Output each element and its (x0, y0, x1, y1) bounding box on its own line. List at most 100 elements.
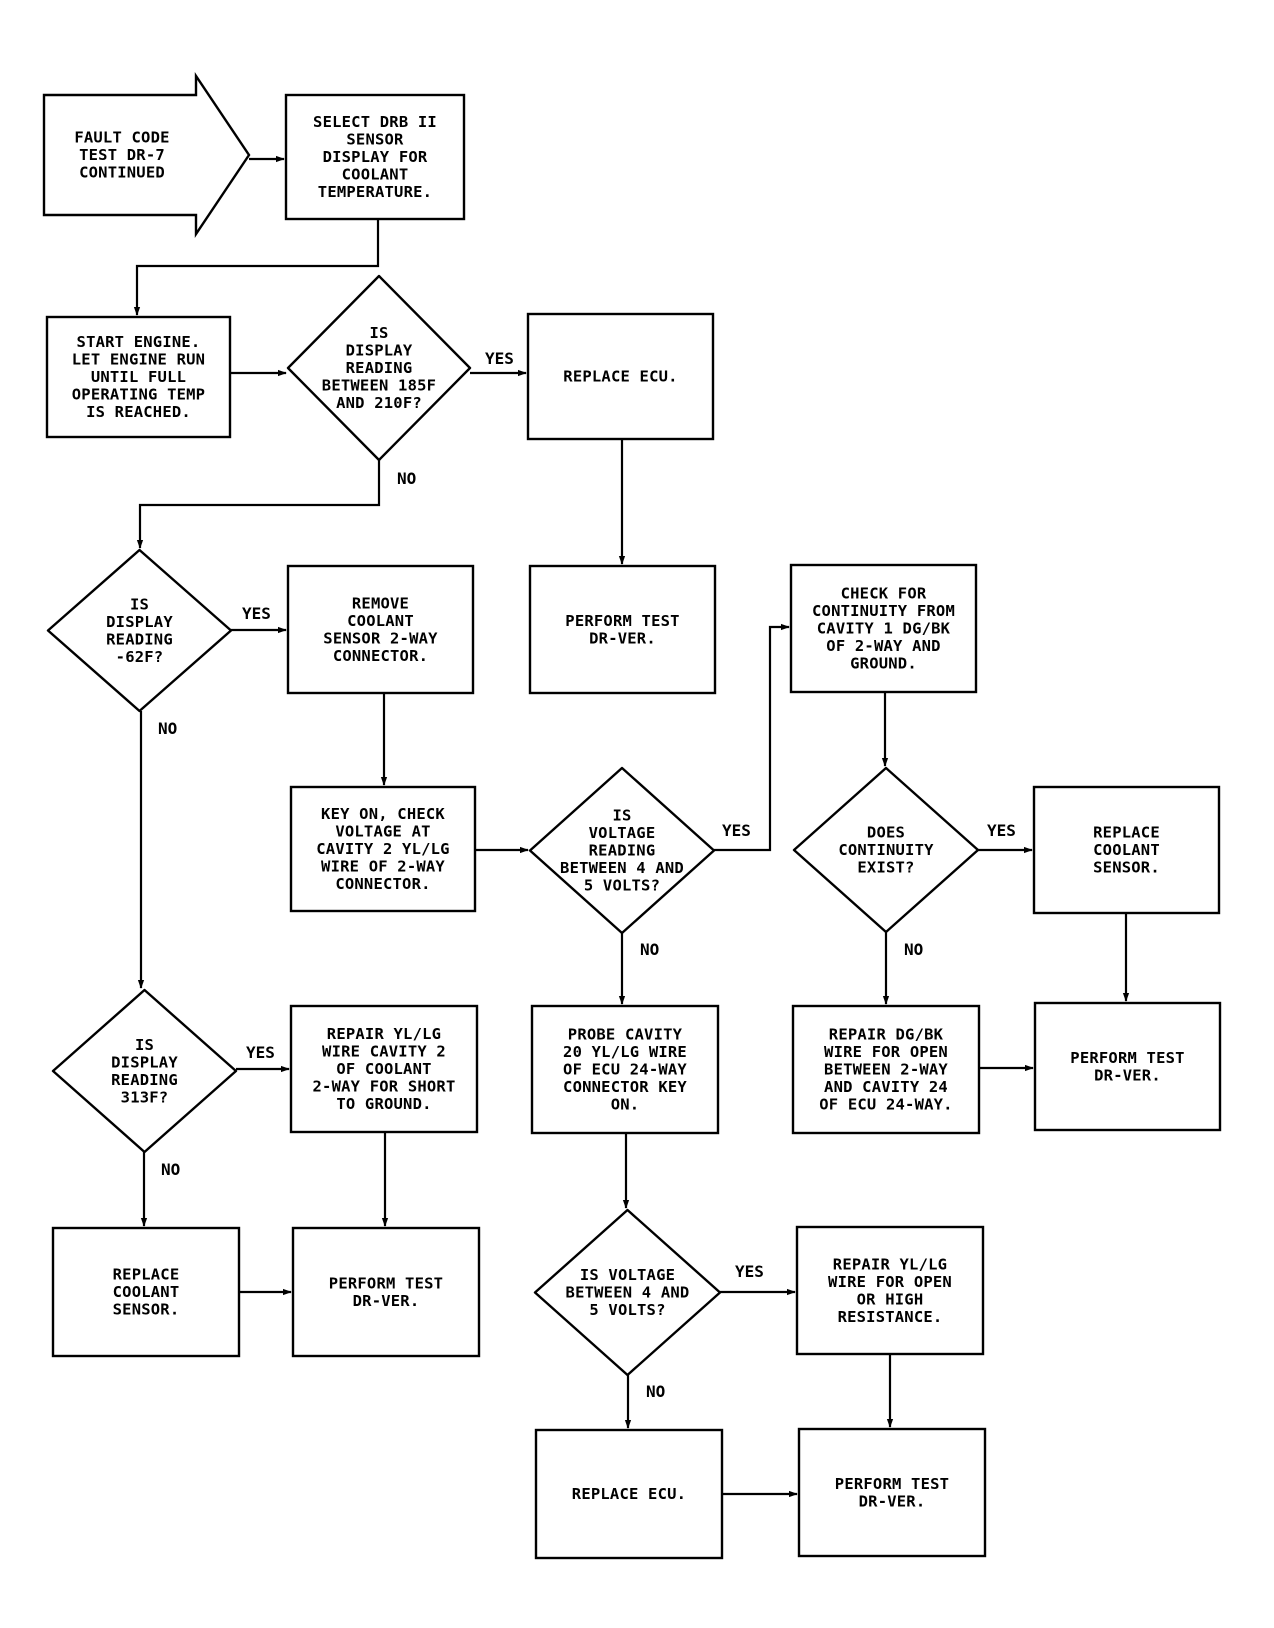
process-box (286, 564, 475, 695)
process-box (797, 1427, 987, 1558)
node-text-line: DR-VER. (859, 1492, 926, 1510)
node-text-line: WIRE CAVITY 2 (322, 1043, 446, 1061)
node-text-line: PERFORM TEST (835, 1475, 949, 1493)
node-text-line: READING (111, 1071, 178, 1089)
node-text-line: WIRE FOR OPEN (828, 1273, 952, 1291)
process-box (291, 1226, 481, 1358)
node-text-line: REPLACE ECU. (572, 1485, 686, 1503)
decision-diamond (528, 766, 716, 935)
node-text-line: COOLANT (1093, 841, 1160, 859)
node-text-line: REPLACE ECU. (563, 368, 677, 386)
node-text-line: CONTINUITY (838, 841, 934, 859)
node-text-line: IS (130, 595, 149, 613)
edge-label-no: NO (158, 719, 177, 738)
node-text-line: BETWEEN 4 AND (566, 1284, 690, 1302)
node-text-line: CHECK FOR (841, 585, 927, 603)
node-text-line: TEMPERATURE. (318, 183, 432, 201)
node-text-line: BETWEEN 4 AND (560, 859, 684, 877)
node-text-line: TO GROUND. (336, 1095, 431, 1113)
node-text-line: IS (612, 807, 631, 825)
node-text-line: -62F? (116, 648, 164, 666)
node-text-line: RESISTANCE. (838, 1308, 943, 1326)
node-text-line: EXIST? (857, 859, 914, 877)
node-text-line: SELECT DRB II (313, 113, 437, 131)
node-replace-ecu2: REPLACE ECU. (534, 1428, 724, 1560)
node-replace-ecu1: REPLACE ECU. (526, 312, 715, 441)
node-text-line: PERFORM TEST (329, 1274, 443, 1292)
process-box (51, 1226, 241, 1358)
node-text-line: OF COOLANT (336, 1060, 431, 1078)
edge-label-yes: YES (987, 821, 1016, 840)
node-text-line: SENSOR (346, 131, 404, 149)
node-text-line: SENSOR. (113, 1301, 180, 1319)
decision-diamond (286, 274, 472, 462)
node-text-line: 313F? (121, 1088, 169, 1106)
node-text-line: 20 YL/LG WIRE (563, 1043, 687, 1061)
node-text-line: DR-VER. (589, 629, 656, 647)
decision-diamond (792, 766, 980, 934)
process-box (289, 785, 477, 913)
node-text-line: PERFORM TEST (1070, 1049, 1184, 1067)
node-text-line: SENSOR. (1093, 859, 1160, 877)
node-text-line: CAVITY 1 DG/BK (817, 620, 951, 638)
process-box (526, 312, 715, 441)
node-text-line: AND 210F? (336, 394, 422, 412)
node-text-line: PERFORM TEST (565, 612, 679, 630)
edge-select-to-engine (133, 219, 380, 316)
node-text-line: DISPLAY (111, 1053, 178, 1071)
edge-label-yes: YES (722, 821, 751, 840)
node-text-line: DR-VER. (353, 1292, 420, 1310)
node-text-line: REPAIR DG/BK (829, 1026, 944, 1044)
node-text-line: CONNECTOR KEY (563, 1078, 687, 1096)
node-text-line: REPLACE (113, 1266, 180, 1284)
node-text-line: WIRE FOR OPEN (824, 1043, 948, 1061)
process-box (791, 1004, 981, 1135)
process-box (528, 564, 717, 695)
process-box (795, 1225, 985, 1356)
node-text-line: COOLANT (342, 166, 409, 184)
node-text-line: ON. (611, 1096, 640, 1114)
process-box (1033, 1001, 1222, 1132)
process-box (1032, 785, 1221, 915)
node-text-line: OPERATING TEMP (72, 386, 205, 404)
process-box (289, 1004, 479, 1134)
node-text-line: DISPLAY (346, 342, 413, 360)
start-arrow-shape (42, 72, 251, 238)
node-text-line: BETWEEN 185F (322, 377, 436, 395)
node-text-line: IS VOLTAGE (580, 1266, 675, 1284)
process-box (789, 563, 978, 694)
edge-q185-to-q62 (136, 460, 381, 549)
edge-label-no: NO (161, 1160, 180, 1179)
node-text-line: COOLANT (347, 612, 414, 630)
node-text-line: DR-VER. (1094, 1066, 1161, 1084)
node-text-line: LET ENGINE RUN (72, 351, 205, 369)
edge-label-no: NO (397, 469, 416, 488)
node-text-line: GROUND. (850, 655, 917, 673)
edge-label-yes: YES (246, 1043, 275, 1062)
node-text-line: IS (135, 1036, 154, 1054)
node-text-line: OF ECU 24-WAY (563, 1061, 687, 1079)
node-text-line: PROBE CAVITY (568, 1026, 683, 1044)
edge-label-yes: YES (735, 1262, 764, 1281)
process-box (45, 315, 232, 439)
node-text-line: VOLTAGE AT (335, 823, 430, 841)
process-box (534, 1428, 724, 1560)
node-text-line: 5 VOLTS? (589, 1301, 665, 1319)
node-text-line: FAULT CODE (74, 129, 169, 147)
node-text-line: WIRE OF 2-WAY (321, 858, 445, 876)
